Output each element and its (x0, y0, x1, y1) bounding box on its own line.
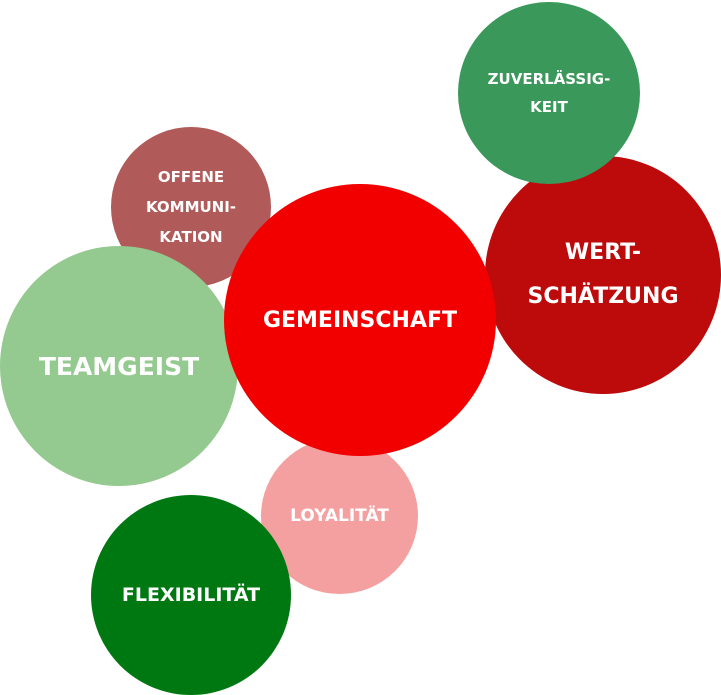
bubble-teamgeist: TEAMGEIST (0, 246, 238, 486)
bubble-label: LOYALITÄT (290, 506, 389, 526)
bubble-label: TEAMGEIST (38, 351, 200, 381)
bubble-label: GEMEINSCHAFT (262, 307, 458, 333)
bubble-label: FLEXIBILITÄT (121, 584, 261, 606)
bubble-label: OFFENE KOMMUNI- KATION (145, 168, 237, 246)
bubble-wertschaetzung: WERT- SCHÄTZUNG (485, 156, 721, 394)
bubble-gemeinschaft: GEMEINSCHAFT (224, 184, 496, 456)
bubble-flexibilitaet: FLEXIBILITÄT (91, 495, 291, 695)
bubble-zuverlaessigkeit: ZUVERLÄSSIG- KEIT (458, 2, 640, 184)
bubble-label: WERT- SCHÄTZUNG (527, 240, 679, 309)
bubble-label: ZUVERLÄSSIG- KEIT (487, 70, 611, 116)
